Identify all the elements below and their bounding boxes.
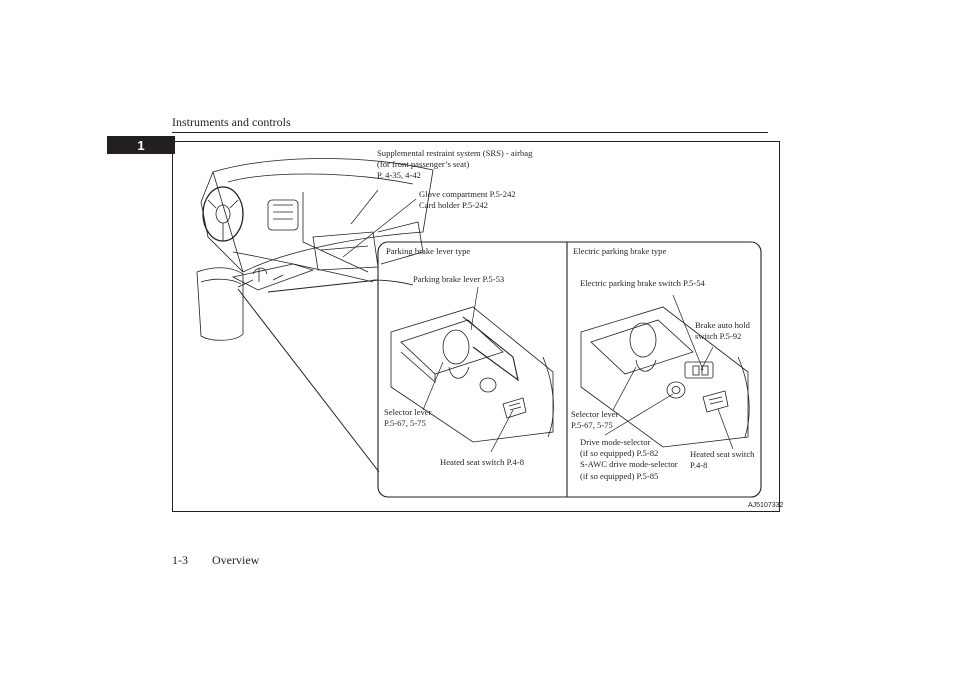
left-console-drawing (390, 306, 554, 443)
label-electric-parking-brake-type: Electric parking brake type (573, 246, 667, 256)
right-console-drawing (580, 306, 750, 448)
callout-drive-mode-selector: Drive mode-selector (if so equipped) P.5… (580, 437, 678, 481)
header-rule (172, 132, 768, 133)
callout-epb-switch: Electric parking brake switch P.5-54 (580, 278, 705, 288)
chapter-tab: 1 (107, 136, 175, 154)
callout-glove-compartment: Glove compartment P.5-242 Card holder P.… (419, 189, 516, 211)
leader-lines (342, 189, 734, 453)
figure-id: AJ5107332 (748, 502, 784, 509)
label-parking-brake-lever-type: Parking brake lever type (386, 246, 471, 256)
callout-selector-lever-right: Selector lever P.5-67, 5-75 (571, 409, 619, 431)
figure-illustration (196, 158, 762, 498)
section-title: Instruments and controls (172, 115, 291, 129)
dashboard-drawing (196, 158, 434, 473)
callout-parking-brake-lever: Parking brake lever P.5-53 (413, 274, 505, 284)
controls-figure: Supplemental restraint system (SRS) - ai… (172, 141, 784, 512)
footer-section: Overview (212, 553, 260, 567)
callout-selector-lever-left: Selector lever P.5-67, 5-75 (384, 407, 432, 429)
callout-brake-auto-hold: Brake auto hold switch P.5-92 (695, 320, 750, 342)
callout-heated-seat-left: Heated seat switch P.4-8 (440, 457, 525, 467)
inset-panel (377, 241, 762, 498)
page-number: 1-3 (172, 553, 188, 567)
callout-heated-seat-right: Heated seat switch P.4-8 (690, 449, 755, 471)
callout-srs-airbag: Supplemental restraint system (SRS) - ai… (377, 148, 533, 181)
